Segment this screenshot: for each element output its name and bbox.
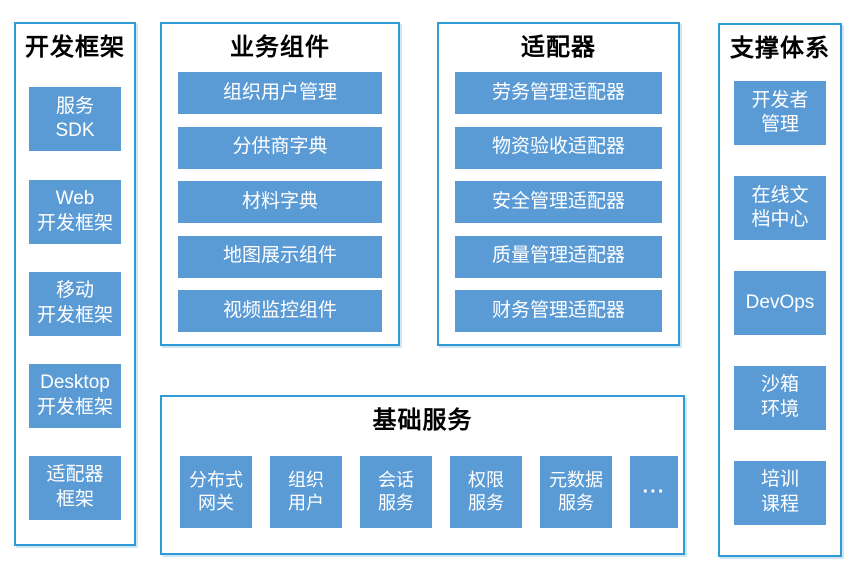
node-supplier-dict: 分供商字典 — [178, 126, 382, 169]
support-system-boxes: 开发者 管理 在线文 档中心 DevOps 沙箱 环境 培训 课程 — [720, 65, 840, 555]
node-online-docs-center: 在线文 档中心 — [734, 176, 826, 241]
node-adapter-framework: 适配器 框架 — [29, 455, 121, 520]
node-metadata-service: 元数据 服务 — [540, 456, 612, 529]
business-components-boxes: 组织用户管理 分供商字典 材料字典 地图展示组件 视频监控组件 — [162, 64, 398, 344]
panel-support-system: 支撑体系 开发者 管理 在线文 档中心 DevOps 沙箱 环境 培训 课程 — [718, 23, 842, 557]
support-system-title: 支撑体系 — [730, 35, 830, 62]
business-components-title: 业务组件 — [230, 34, 330, 61]
node-material-dict: 材料字典 — [178, 181, 382, 224]
node-map-display: 地图展示组件 — [178, 235, 382, 278]
dev-framework-title: 开发框架 — [25, 34, 125, 61]
node-permission-service: 权限 服务 — [450, 456, 522, 529]
node-org-user: 组织 用户 — [270, 456, 342, 529]
node-video-monitor: 视频监控组件 — [178, 289, 382, 332]
node-more-ellipsis: ··· — [630, 456, 678, 529]
node-labor-mgmt-adapter: 劳务管理适配器 — [455, 72, 662, 115]
node-mobile-framework: 移动 开发框架 — [29, 271, 121, 336]
node-session-service: 会话 服务 — [360, 456, 432, 529]
base-services-boxes: 分布式 网关 组织 用户 会话 服务 权限 服务 元数据 服务 ··· — [162, 437, 683, 553]
node-distributed-gateway: 分布式 网关 — [180, 456, 252, 529]
panel-business-components: 业务组件 组织用户管理 分供商字典 材料字典 地图展示组件 视频监控组件 — [160, 22, 400, 346]
node-material-acceptance-adapter: 物资验收适配器 — [455, 126, 662, 169]
node-training-courses: 培训 课程 — [734, 460, 826, 525]
panel-dev-framework: 开发框架 服务 SDK Web 开发框架 移动 开发框架 Desktop 开发框… — [14, 22, 136, 546]
node-safety-mgmt-adapter: 安全管理适配器 — [455, 181, 662, 224]
node-quality-mgmt-adapter: 质量管理适配器 — [455, 235, 662, 278]
node-web-framework: Web 开发框架 — [29, 179, 121, 244]
node-sandbox-env: 沙箱 环境 — [734, 366, 826, 431]
node-org-user-mgmt: 组织用户管理 — [178, 72, 382, 115]
node-developer-mgmt: 开发者 管理 — [734, 81, 826, 146]
node-desktop-framework: Desktop 开发框架 — [29, 363, 121, 428]
dev-framework-boxes: 服务 SDK Web 开发框架 移动 开发框架 Desktop 开发框架 适配器… — [16, 64, 134, 544]
base-services-title: 基础服务 — [372, 407, 473, 434]
panel-base-services: 基础服务 分布式 网关 组织 用户 会话 服务 权限 服务 元数据 服务 ··· — [160, 395, 685, 555]
panel-adapters: 适配器 劳务管理适配器 物资验收适配器 安全管理适配器 质量管理适配器 财务管理… — [437, 22, 680, 346]
adapters-title: 适配器 — [521, 34, 596, 61]
adapters-boxes: 劳务管理适配器 物资验收适配器 安全管理适配器 质量管理适配器 财务管理适配器 — [439, 64, 678, 344]
node-service-sdk: 服务 SDK — [29, 87, 121, 152]
node-devops: DevOps — [734, 271, 826, 336]
node-finance-mgmt-adapter: 财务管理适配器 — [455, 289, 662, 332]
